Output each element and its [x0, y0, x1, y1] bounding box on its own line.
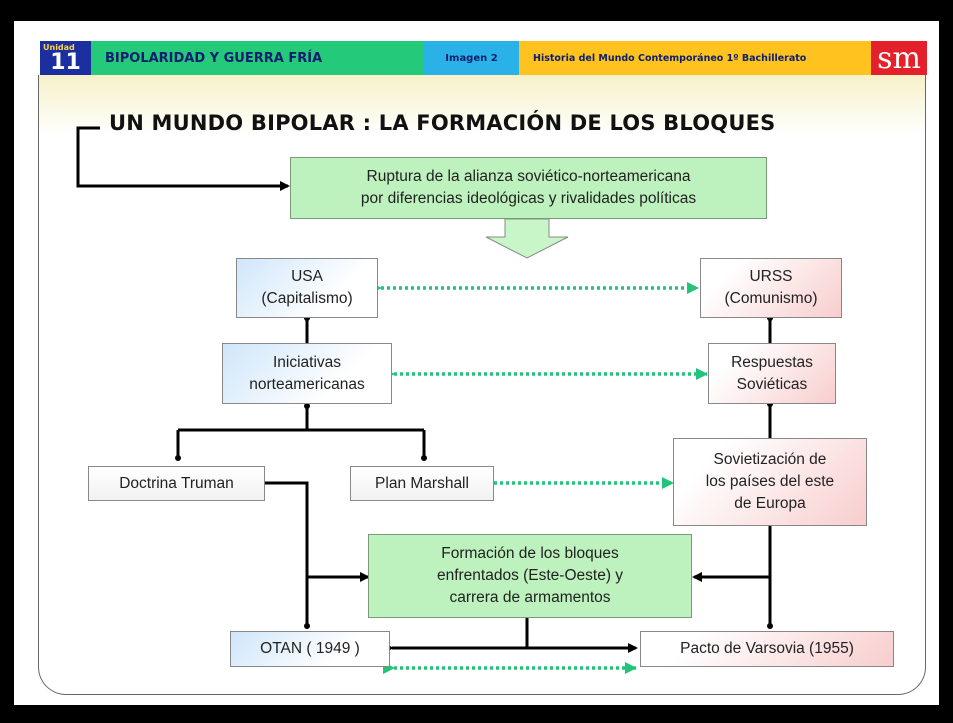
node-marshall: Plan Marshall — [350, 466, 494, 501]
node-sovietizacion: Sovietización de los países del este de … — [673, 438, 867, 526]
image-label: Imagen 2 — [424, 41, 519, 75]
unit-badge: Unidad 11 — [40, 41, 91, 75]
unit-label: Unidad — [43, 42, 75, 52]
node-formacion: Formación de los bloques enfrentados (Es… — [368, 534, 692, 618]
node-iniciativas: Iniciativas norteamericanas — [222, 343, 392, 404]
truman-connector — [265, 481, 309, 628]
node-ruptura: Ruptura de la alianza soviético-norteame… — [290, 157, 767, 219]
node-urss: URSS (Comunismo) — [700, 258, 842, 318]
down-arrow — [485, 218, 569, 259]
iniciativas-branch — [176, 404, 426, 458]
course-label: Historia del Mundo Contemporáneo 1º Bach… — [519, 41, 871, 75]
node-varsovia: Pacto de Varsovia (1955) — [640, 631, 894, 667]
sm-logo: sm — [871, 41, 927, 76]
title-arrow — [76, 126, 290, 191]
node-truman: Doctrina Truman — [88, 466, 265, 501]
unit-title: BIPOLARIDAD Y GUERRA FRÍA — [91, 41, 424, 75]
header-bar: Unidad 11 BIPOLARIDAD Y GUERRA FRÍA Imag… — [14, 21, 939, 76]
unit-number: 11 — [50, 49, 81, 75]
main-title: UN MUNDO BIPOLAR : LA FORMACIÓN DE LOS B… — [109, 111, 776, 135]
node-usa: USA (Capitalismo) — [236, 258, 378, 318]
node-otan: OTAN ( 1949 ) — [230, 631, 390, 667]
node-respuestas: Respuestas Soviéticas — [708, 343, 836, 404]
